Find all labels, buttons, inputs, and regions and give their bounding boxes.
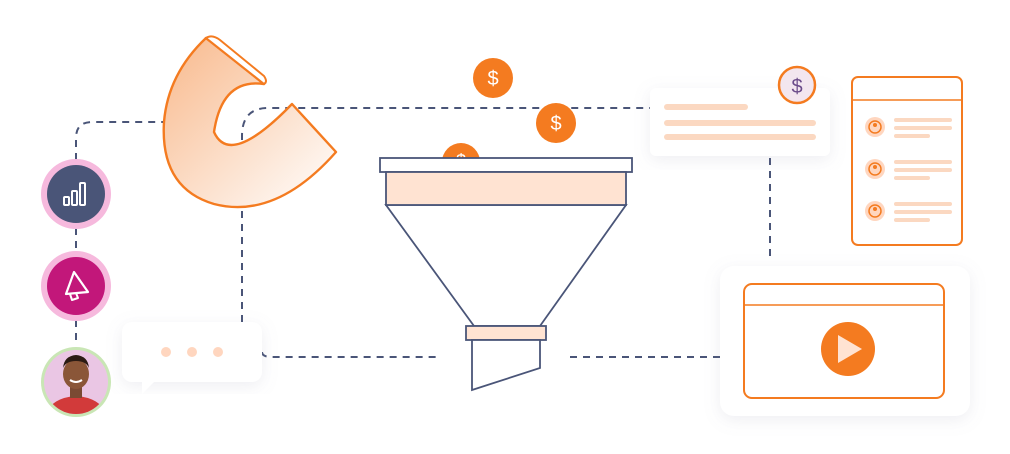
chat-bubble xyxy=(122,322,262,394)
contact-row xyxy=(865,159,952,180)
user-icon xyxy=(868,204,882,218)
user-icon xyxy=(868,162,882,176)
svg-text:$: $ xyxy=(791,76,802,98)
bar-chart-icon xyxy=(41,159,111,229)
svg-text:$: $ xyxy=(550,113,561,135)
svg-text:$: $ xyxy=(487,68,498,90)
megaphone-icon xyxy=(41,251,111,321)
typing-dot xyxy=(213,347,223,357)
dollar-coin-icon: $ xyxy=(473,58,513,98)
magnet-icon xyxy=(162,35,338,209)
play-icon[interactable] xyxy=(821,322,875,376)
person-avatar xyxy=(41,347,111,417)
text-card xyxy=(650,88,830,156)
dollar-coin-icon: $ xyxy=(536,103,576,143)
contact-list-card xyxy=(851,76,963,246)
contact-row xyxy=(865,201,952,222)
user-icon xyxy=(868,120,882,134)
svg-text:$: $ xyxy=(456,151,466,171)
dollar-coin-icon: $ xyxy=(777,65,817,105)
typing-dot xyxy=(187,347,197,357)
funnel-icon xyxy=(379,157,633,392)
typing-dot xyxy=(161,347,171,357)
dashed-connectors xyxy=(75,107,771,358)
video-card xyxy=(720,266,970,416)
dollar-coin-icon: $ xyxy=(442,143,480,171)
contact-row xyxy=(865,117,952,138)
